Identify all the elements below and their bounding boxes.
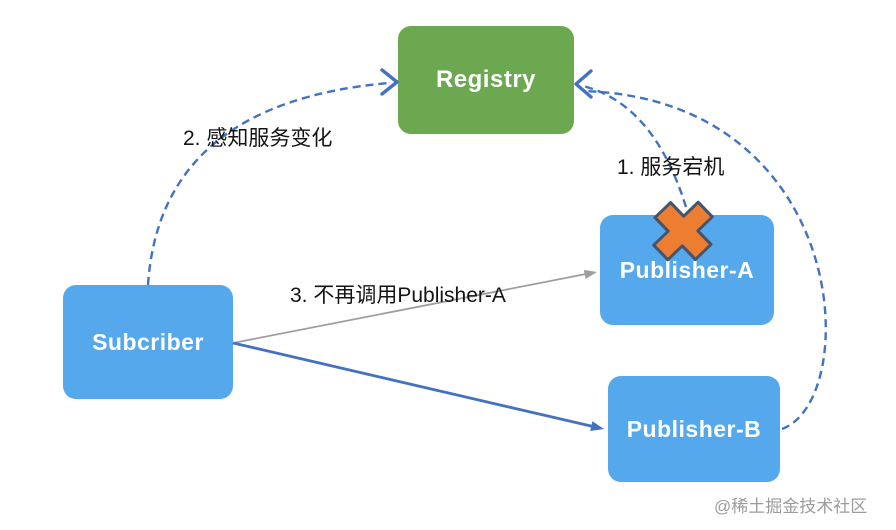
annotation-step1: 1. 服务宕机 bbox=[617, 156, 725, 179]
edge-subscriber-registry-dashed bbox=[146, 81, 390, 286]
arrowhead-publisher-a-icon bbox=[583, 269, 597, 279]
node-publisher-a: Publisher-A bbox=[600, 215, 774, 325]
annotation-step3: 3. 不再调用Publisher-A bbox=[290, 284, 506, 307]
edge-subscriber-publisher-b-blue bbox=[232, 341, 593, 428]
annotation-step2: 2. 感知服务变化 bbox=[183, 127, 333, 150]
arrowhead-into-registry-left-icon bbox=[380, 68, 399, 96]
node-publisher-b-label: Publisher-B bbox=[626, 415, 762, 442]
arrowhead-publisher-b-icon bbox=[590, 421, 604, 431]
node-subscriber: Subcriber bbox=[63, 285, 233, 399]
node-publisher-a-label: Publisher-A bbox=[619, 256, 755, 283]
node-registry-label: Registry bbox=[435, 66, 537, 93]
watermark: @稀土掘金技术社区 bbox=[714, 497, 868, 516]
edge-publisher-a-registry-dashed bbox=[582, 84, 688, 208]
arrowhead-into-registry-right-icon bbox=[574, 69, 593, 99]
node-subscriber-label: Subcriber bbox=[92, 328, 204, 355]
node-publisher-b: Publisher-B bbox=[608, 376, 780, 482]
node-registry: Registry bbox=[398, 26, 574, 134]
